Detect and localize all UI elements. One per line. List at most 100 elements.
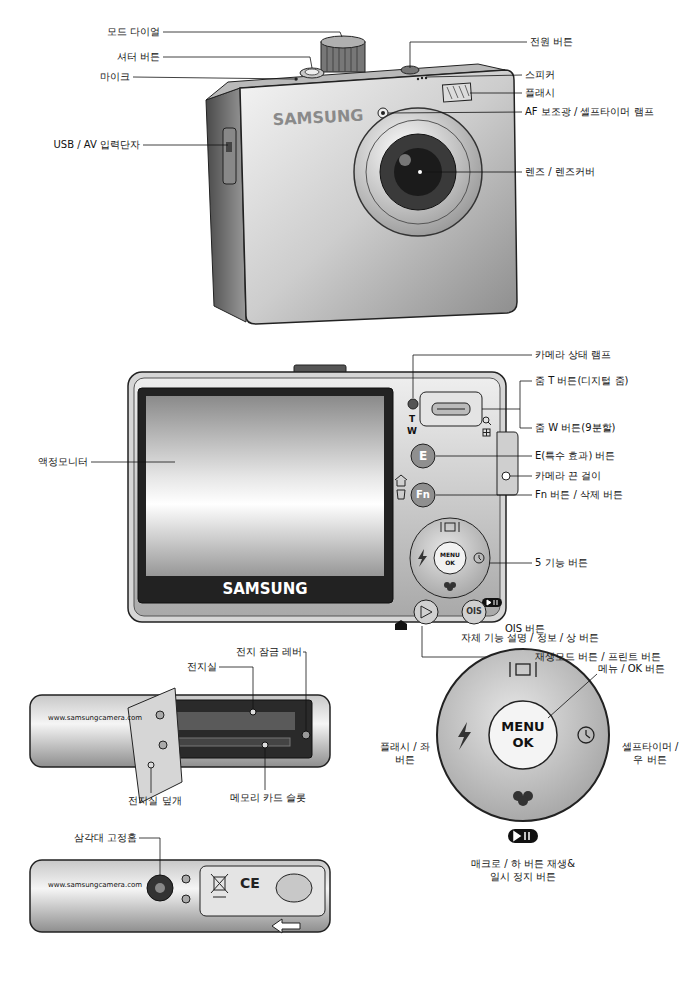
button-text: MENU OK: [438, 551, 462, 566]
leader-line: [265, 748, 266, 790]
leader-dot: [250, 709, 256, 715]
part-label: 매크로 / 하 버튼 재생&일시 정지 버튼: [468, 858, 578, 883]
leader-line: [422, 172, 522, 173]
leader-line: [133, 77, 294, 79]
camera-back: [128, 372, 506, 622]
part-label: 모드 다이얼: [107, 26, 160, 39]
leader-line: [143, 145, 228, 146]
flash-window: [442, 83, 471, 102]
speaker-hole: [421, 77, 423, 79]
shutter-top: [305, 69, 319, 75]
part-label: 액정모니터: [38, 456, 88, 469]
grid-icon: [483, 429, 490, 436]
leader-dot: [148, 762, 154, 768]
leader-line: [470, 93, 522, 94]
strap-holder: [497, 432, 518, 495]
part-label: 플래시: [525, 87, 555, 100]
leader-line: [151, 768, 152, 793]
leader-line: [436, 495, 532, 496]
lcd-frame: [138, 388, 393, 603]
fn-button: [411, 483, 435, 507]
print-icon: [395, 620, 407, 630]
delete-icon: [395, 475, 407, 499]
leader-line: [490, 563, 532, 564]
play-button: [414, 600, 438, 624]
leader-line: [163, 32, 342, 37]
button-text: Fn: [416, 489, 430, 502]
part-label: E(특수 효과) 버튼: [535, 450, 615, 463]
info-icon: [516, 664, 530, 675]
mode-dial-top: [321, 36, 365, 48]
info-icon: [510, 662, 536, 677]
part-label: 카메라 상태 램프: [535, 349, 611, 362]
part-label: USB / AV 입력단자: [54, 139, 140, 152]
battery-door: [128, 688, 182, 803]
card-slot: [170, 738, 290, 746]
zoom-icon: [488, 422, 491, 425]
part-label: 전지실: [187, 661, 217, 674]
zoom-rocker: [420, 392, 482, 426]
strap-hole: [502, 472, 510, 480]
timer-icon: [474, 553, 484, 563]
info-icon: [445, 523, 455, 531]
leader-line: [413, 355, 532, 398]
macro-icon: [518, 796, 528, 806]
play-pause-icon: [487, 600, 497, 605]
leader-line: [436, 456, 532, 457]
part-label: 줌 T 버튼(디지털 줌): [535, 375, 628, 388]
door-hinge: [159, 741, 167, 749]
timer-icon: [586, 730, 590, 738]
part-label: 전원 버튼: [530, 36, 573, 49]
part-label: 플래시 / 좌 버튼: [380, 741, 430, 766]
zoom-line: [437, 409, 465, 410]
timer-icon: [578, 727, 594, 743]
leader-line: [426, 75, 522, 77]
part-label: 전지실 덮개: [128, 795, 181, 808]
button-text: W: [407, 426, 417, 437]
zoom-lever: [432, 403, 470, 415]
part-label: AF 보조광 / 셀프타이머 램프: [525, 106, 654, 119]
speaker-hole: [417, 78, 419, 80]
url-text: www.samsungcamera.com: [48, 881, 142, 890]
ois-button: [462, 600, 486, 624]
status-lamp: [408, 399, 418, 409]
info-icon: [441, 522, 459, 532]
leader-bracket: [520, 381, 532, 428]
part-label: 렌즈 / 렌즈커버: [525, 166, 595, 179]
camera-bottom: [30, 860, 330, 932]
screw: [182, 895, 190, 903]
timer-icon: [479, 555, 481, 560]
five-way-dial: [410, 518, 490, 598]
part-label: 스피커: [525, 69, 555, 82]
play-pause-icon: [482, 598, 502, 607]
brand-text: SAMSUNG: [272, 106, 364, 131]
menu-ok-button: [489, 701, 557, 769]
button-text: MENU OK: [497, 719, 549, 752]
part-label: 카메라 끈 걸이: [535, 470, 601, 483]
menu-ok-button: [434, 542, 466, 574]
leader-line: [219, 667, 253, 709]
brand-text: SAMSUNG: [222, 580, 307, 599]
part-label: 자체 기능 설명 / 정보 / 상 버튼: [461, 632, 600, 645]
part-label: 줌 W 버튼(9분할): [535, 422, 615, 435]
five-way-dial: [437, 649, 609, 821]
part-label: 삼각대 고정홈: [74, 832, 137, 845]
slide-arrow: [272, 919, 300, 933]
battery-lever: [302, 731, 310, 739]
part-label: 메모리 카드 슬롯: [230, 792, 306, 805]
leader-line: [91, 462, 175, 463]
leader-line: [410, 42, 527, 68]
shutter-button: [300, 68, 324, 78]
door-knob: [276, 874, 312, 902]
leader-line: [139, 838, 160, 875]
lcd-screen: [146, 396, 384, 576]
tripod-socket: [147, 875, 173, 901]
leader-line: [163, 57, 312, 68]
bin-symbol: [211, 874, 228, 897]
leader-line: [388, 112, 522, 113]
macro-icon: [447, 585, 453, 591]
button-text: OIS: [466, 607, 482, 617]
tripod-thread: [155, 883, 165, 893]
back-panel: [134, 378, 500, 616]
